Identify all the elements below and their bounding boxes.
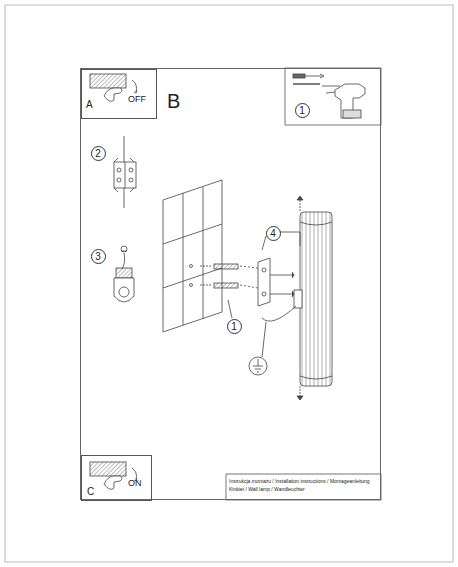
callout-text: 1 [228,320,241,333]
caption-text: Kinkiet / Wall lamp / Wandleuchter [229,486,305,492]
callout-number: 2 [91,146,106,161]
callout-text: 1 [296,104,309,117]
step-text: A [86,100,93,110]
step-text: C [87,487,94,497]
leader-line [262,236,266,250]
step-panel: C ON [81,455,152,501]
terminal-block [114,136,136,208]
section-letter: B [167,91,180,111]
caption-text: Instrukcja montażu / Installation instru… [229,478,370,484]
wall-lamp [294,196,332,400]
page-border [5,5,453,562]
step-text: ON [128,479,142,488]
callout-text: 3 [92,250,105,263]
earth-connector [114,246,134,302]
tools-panel [285,68,381,125]
leader-line [228,300,232,318]
caption-box [226,474,381,500]
callout-number: 1 [295,103,310,118]
dowel-screw [190,264,295,297]
frame: B A OFF 1 2 3 4 1C ON [80,68,381,500]
callout-text: 2 [92,147,105,160]
callout-number: 4 [266,226,281,241]
drill-icon [326,84,365,118]
callout-text: 4 [267,227,280,240]
wire [262,306,296,321]
callout-number: 3 [91,249,106,264]
leader-line [280,232,300,246]
step-text: OFF [128,95,146,104]
callout-number: 1 [227,319,242,334]
tiled-wall [163,180,222,332]
earth-symbol [249,322,267,375]
dowel-screw-icon [293,74,340,86]
step-panel: A OFF [81,69,157,119]
mounting-bracket [258,258,270,306]
